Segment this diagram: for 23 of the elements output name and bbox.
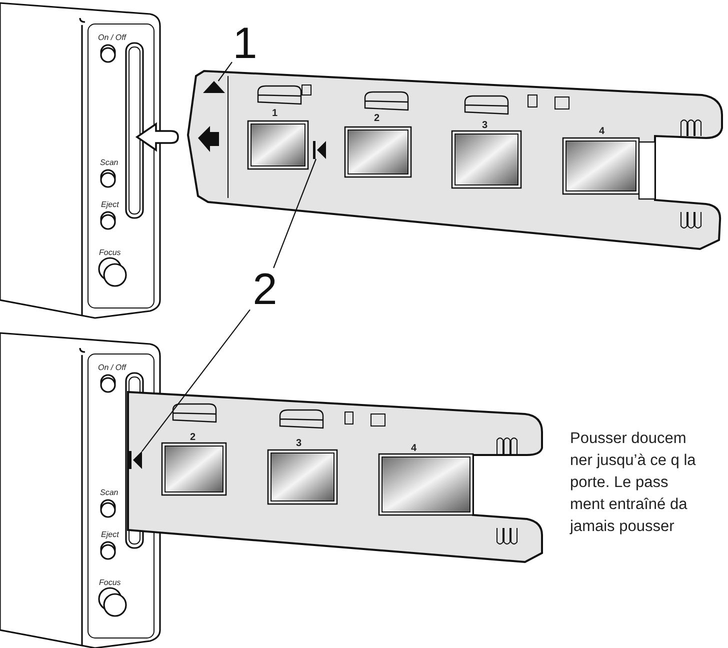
frame-number: 1 (272, 108, 278, 119)
button-label: On / Off (98, 363, 126, 372)
button-label: Scan (100, 488, 118, 497)
frame-number: 2 (190, 432, 196, 443)
frame-number: 2 (374, 113, 380, 124)
triangle-mark (203, 81, 225, 93)
leader-line (218, 62, 232, 82)
button-label: On / Off (98, 33, 126, 42)
leader-line (142, 309, 250, 452)
frame-number: 4 (411, 443, 417, 454)
button-label: Eject (101, 200, 119, 209)
index-mark (313, 141, 326, 159)
frame-number: 3 (296, 438, 302, 449)
button-label: Eject (101, 530, 119, 539)
frame-number: 4 (599, 126, 605, 137)
callout-number: 1 (232, 22, 258, 66)
instruction-text: Pousser doucem ner jusqu’à ce q la porte. Le pass ment entraîné da jamais pousser (570, 429, 697, 537)
button-label: Focus (99, 578, 121, 587)
callout-number: 2 (250, 268, 280, 312)
button-label: Focus (99, 248, 121, 257)
button-label: Scan (100, 158, 118, 167)
index-mark (129, 451, 142, 469)
frame-number: 3 (482, 120, 488, 131)
